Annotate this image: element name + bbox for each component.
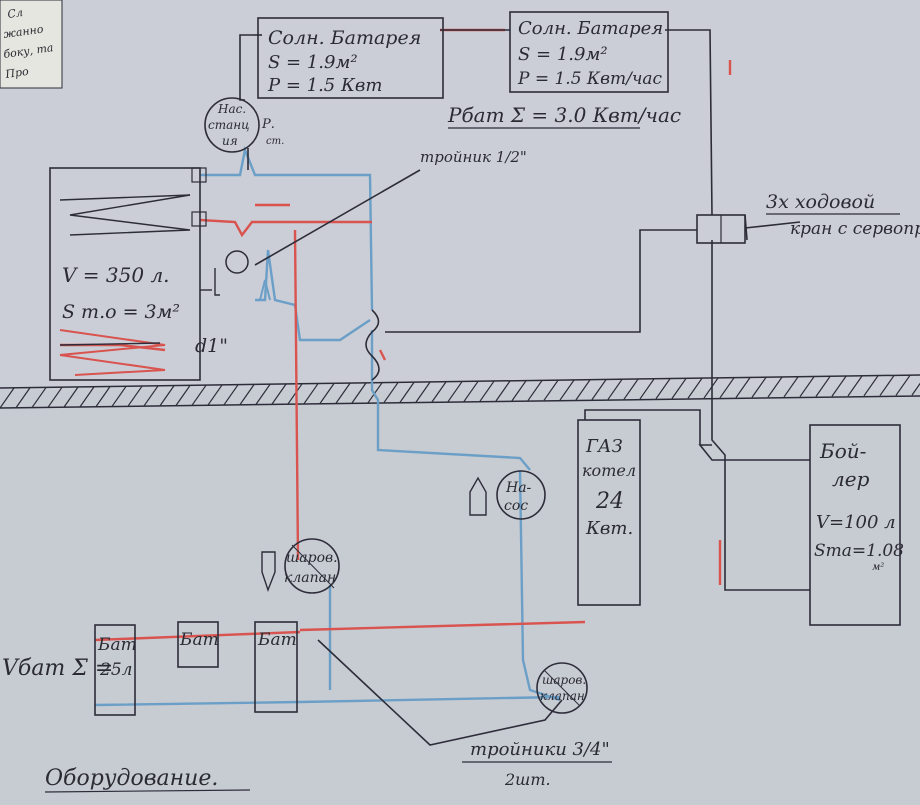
equipment-caption: Оборудование. — [45, 766, 218, 791]
ball-valve-bottom: шаров. клапан — [536, 662, 588, 714]
three-way-valve: 3x ходовой кран с сервоприводом — [696, 191, 920, 244]
tank-volume: V = 350 л. — [62, 263, 170, 287]
solar-panel-1-frame — [257, 17, 444, 99]
margin-text-4: Про — [4, 65, 30, 81]
solar-panel-1-area: S = 1.9м² — [268, 52, 358, 73]
ball-valve-bottom-line1: шаров. — [542, 673, 586, 687]
water-heater-volume: V=100 л — [816, 512, 896, 533]
ball-valve-bottom-line2: клапан — [540, 689, 585, 703]
gas-boiler-line4: Квт. — [585, 518, 633, 539]
ball-valve-top-line1: шаров. — [286, 550, 338, 566]
pump-direction-icon — [469, 476, 487, 516]
radiator-1 — [94, 624, 136, 716]
circulation-pump-circle — [496, 470, 546, 520]
tank-coil-upper — [59, 194, 191, 236]
ball-valve-top: шаров. клапан — [261, 538, 340, 594]
gas-boiler-body — [577, 419, 641, 606]
tank-exchanger-area: S т.о = 3м² — [62, 301, 180, 323]
gas-boiler: ГАЗ котел 24 Квт. — [577, 419, 641, 606]
three-way-valve-line1: 3x ходовой — [766, 191, 875, 213]
radiator-1-label: Бат — [97, 635, 137, 655]
solar-panel-1-power: P = 1.5 Квт — [267, 75, 382, 96]
pump-station-line2: станц — [208, 118, 250, 132]
circulation-pump: На- сос — [469, 470, 546, 520]
water-heater: Бой- лер V=100 л Sта=1.08 м² — [809, 424, 904, 626]
dark-pipes — [239, 29, 810, 746]
pump-station-line1: Нас. — [217, 102, 246, 116]
tees-bottom-line1: тройники 3/4" — [470, 739, 610, 760]
ball-valve-bottom-circle — [536, 662, 588, 714]
solar-panel-2-power: P = 1.5 Квт/час — [517, 69, 663, 89]
valve-direction-icon — [261, 551, 276, 593]
radiators: Бат Бат Бат 25л — [94, 621, 298, 716]
margin-text-group: Сл жанно боку, та Про — [3, 6, 55, 81]
gas-boiler-line2: котел — [582, 461, 636, 480]
gas-boiler-line3: 24 — [595, 489, 624, 514]
pump-line1: На- — [505, 480, 532, 496]
margin-text-1: Сл — [7, 6, 24, 21]
solar-panel-1-title: Солн. Батарея — [268, 27, 421, 49]
water-heater-line2: лер — [832, 467, 870, 491]
tank-pipe-diameter: d1" — [195, 335, 228, 357]
battery-total-volume: Vбат Σ = — [2, 656, 113, 681]
radiator-1-value: 25л — [99, 660, 132, 680]
pump-station-line3: ия — [222, 134, 238, 148]
pump-station-suffix: Р. — [261, 117, 275, 132]
ball-valve-top-circle — [284, 538, 340, 594]
gas-boiler-line1: ГАЗ — [585, 436, 623, 457]
radiator-3-label: Бат — [257, 630, 297, 650]
tee-label: тройник 1/2" — [420, 148, 527, 166]
water-heater-area-unit: м² — [872, 562, 884, 573]
solar-panel-2: Солн. Батарея S = 1.9м² P = 1.5 Квт/час — [509, 11, 669, 93]
solar-total-power: Рбат Σ = 3.0 Квт/час — [447, 103, 681, 127]
solar-panel-2-title: Солн. Батарея — [518, 18, 663, 39]
tank-thermometer-icon — [225, 250, 249, 274]
storage-tank-body — [49, 167, 201, 381]
radiator-3 — [254, 621, 298, 713]
margin-text-2: жанно — [3, 22, 45, 41]
floor-line — [0, 374, 920, 409]
tank-coil-lower — [59, 329, 166, 376]
radiator-2-label: Бат — [179, 630, 219, 650]
water-heater-area: Sта=1.08 — [814, 541, 904, 561]
pump-station-suffix2: ст. — [266, 136, 284, 147]
flow-arrow-up-icon — [259, 279, 271, 301]
solar-panel-2-frame — [509, 11, 669, 93]
storage-tank: V = 350 л. S т.о = 3м² d1" — [49, 167, 271, 381]
three-way-valve-line2: кран с сервоприводом — [790, 219, 920, 239]
margin-paper-scrap — [0, 0, 63, 89]
solar-panel-1: Солн. Батарея S = 1.9м² P = 1.5 Квт — [257, 17, 444, 99]
water-heater-line1: Бой- — [819, 439, 867, 463]
solar-panel-2-area: S = 1.9м² — [518, 44, 608, 65]
tees-bottom-line2: 2шт. — [504, 770, 551, 789]
pump-station-circle — [204, 97, 260, 153]
pump-line2: сос — [504, 498, 528, 514]
ball-valve-top-line2: клапан — [284, 570, 336, 586]
pump-station: Нас. станц ия Р. ст. — [204, 97, 284, 153]
radiator-2 — [177, 621, 219, 668]
water-heater-body — [809, 424, 901, 626]
paper-upper-shade — [0, 0, 920, 390]
red-pipes — [60, 28, 732, 642]
